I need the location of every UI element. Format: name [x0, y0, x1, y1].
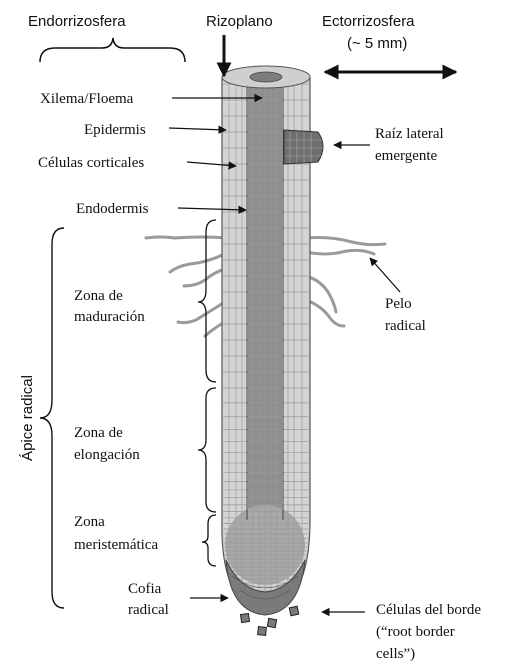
- label-apice-radical: Ápice radical: [19, 375, 36, 461]
- label-cofia-1: Cofia: [128, 581, 162, 597]
- label-endodermis: Endodermis: [76, 201, 149, 217]
- label-zona-elongacion-1: Zona de: [74, 425, 123, 441]
- label-cofia-2: radical: [128, 602, 169, 618]
- label-ectorrizosfera: Ectorrizosfera: [322, 13, 415, 30]
- label-pelo-1: Pelo: [385, 296, 412, 312]
- zone-braces: [198, 220, 216, 566]
- label-endorrizosfera: Endorrizosfera: [28, 13, 126, 30]
- label-raiz-lateral-1: Raíz lateral: [375, 126, 444, 142]
- label-zona-maduracion-1: Zona de: [74, 288, 123, 304]
- label-ectorrizosfera-range: (~ 5 mm): [347, 35, 407, 52]
- lateral-root: [284, 130, 324, 164]
- arrow-epidermis: [169, 128, 226, 130]
- label-epidermis: Epidermis: [84, 122, 146, 138]
- label-zona-meristematica-1: Zona: [74, 514, 105, 530]
- label-celulas-borde-2: (“root border: [376, 624, 455, 640]
- label-celulas-borde-1: Células del borde: [376, 602, 481, 618]
- label-pelo-2: radical: [385, 318, 426, 334]
- brace-apice-radical: [40, 228, 64, 608]
- label-zona-maduracion-2: maduración: [74, 309, 145, 325]
- label-celulas-borde-3: cells”): [376, 646, 415, 662]
- label-xilema-floema: Xilema/Floema: [40, 91, 134, 107]
- arrow-pelo-radical: [370, 258, 400, 292]
- label-zona-elongacion-2: elongación: [74, 447, 140, 463]
- label-zona-meristematica-2: meristemática: [74, 537, 158, 553]
- brace-endorrizosfera: [40, 38, 185, 62]
- label-rizoplano: Rizoplano: [206, 13, 273, 30]
- label-raiz-lateral-2: emergente: [375, 148, 438, 164]
- label-celulas-corticales: Células corticales: [38, 155, 144, 171]
